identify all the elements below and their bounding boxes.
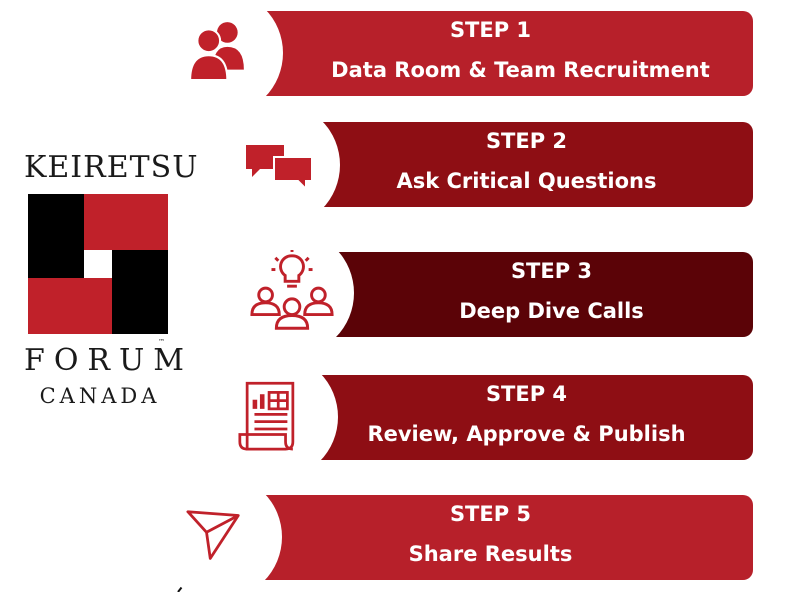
step-1-number: STEP 1	[449, 18, 532, 42]
step-5-title: Share Results	[408, 542, 573, 566]
chat-bubbles-icon	[246, 145, 313, 192]
step-5-icon-circle	[156, 474, 282, 600]
step-5-banner: STEP 5 Share Results	[228, 495, 753, 580]
step-4-banner: STEP 4 Review, Approve & Publish	[276, 375, 753, 460]
step-4-icon-circle	[212, 354, 338, 480]
step-5-number: STEP 5	[449, 502, 532, 526]
step-2-banner: STEP 2 Ask Critical Questions	[276, 122, 753, 207]
step-3-title: Deep Dive Calls	[459, 299, 644, 323]
report-document-icon	[238, 381, 295, 451]
step-2-title: Ask Critical Questions	[396, 169, 657, 193]
logo-mark-icon	[28, 194, 168, 334]
step-3-banner: STEP 3 Deep Dive Calls	[296, 252, 753, 337]
people-icon	[189, 22, 244, 80]
step-3-number: STEP 3	[510, 259, 593, 283]
trademark-symbol: ™	[158, 338, 165, 346]
step-2-number: STEP 2	[485, 129, 568, 153]
step-1-banner: STEP 1 Data Room & Team Recruitment	[228, 11, 753, 96]
logo-bottom-text: CANADA	[39, 384, 161, 408]
step-4-title: Review, Approve & Publish	[367, 422, 686, 446]
step-1-title: Data Room & Team Recruitment	[331, 58, 710, 82]
logo-top-text: KEIRETSU	[24, 150, 199, 185]
idea-team-icon	[250, 250, 334, 330]
send-icon	[186, 510, 240, 560]
logo-middle-text: FORUM	[24, 343, 193, 378]
step-4-number: STEP 4	[485, 382, 568, 406]
